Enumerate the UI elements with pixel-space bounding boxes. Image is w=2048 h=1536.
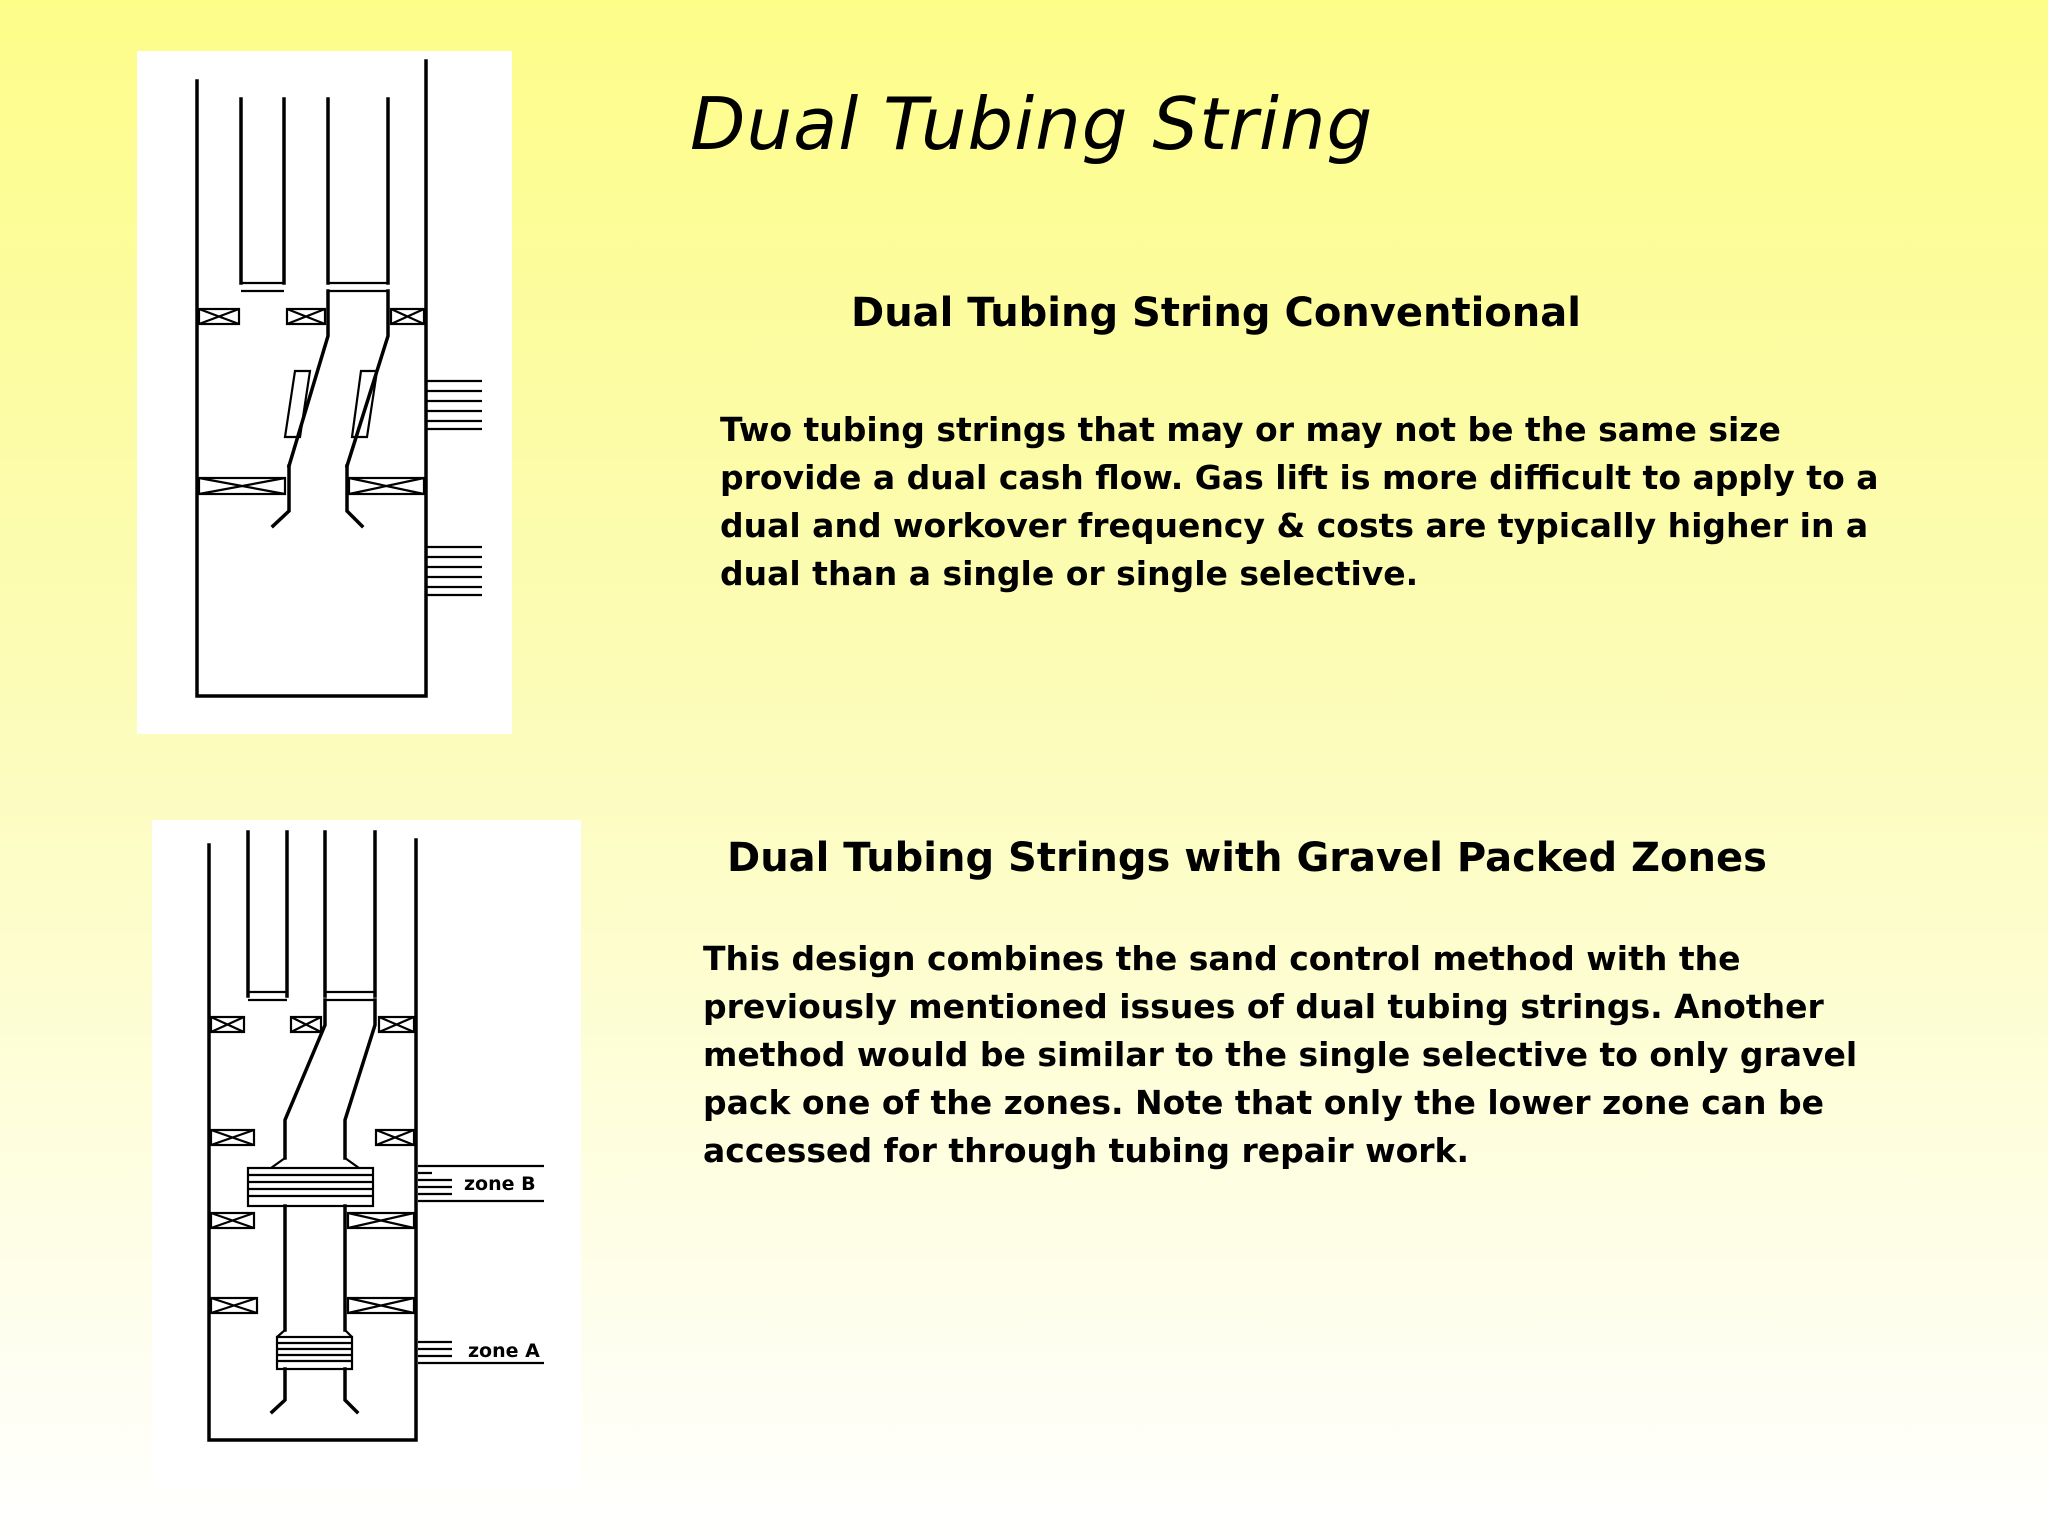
body-line: dual than a single or single selective.: [720, 554, 1419, 593]
body-line: Two tubing strings that may or may not b…: [720, 410, 1781, 449]
body-line: dual and workover frequency & costs are …: [720, 506, 1869, 545]
body-line: previously mentioned issues of dual tubi…: [703, 987, 1824, 1026]
body-line: method would be similar to the single se…: [703, 1035, 1858, 1074]
wellbore-schematic-conventional: [195, 59, 482, 698]
section-body-gravel-packed: This design combines the sand control me…: [703, 935, 1857, 1175]
body-line: accessed for through tubing repair work.: [703, 1131, 1469, 1170]
diagram-dual-tubing-conventional: [137, 51, 512, 734]
body-line: pack one of the zones. Note that only th…: [703, 1083, 1825, 1122]
zone-a-label: zone A: [468, 1340, 540, 1362]
slide-title: Dual Tubing String: [690, 82, 1374, 166]
section-heading-gravel-packed: Dual Tubing Strings with Gravel Packed Z…: [727, 835, 1767, 881]
section-body-conventional: Two tubing strings that may or may not b…: [720, 406, 1879, 598]
body-line: provide a dual cash flow. Gas lift is mo…: [720, 458, 1879, 497]
section-heading-conventional: Dual Tubing String Conventional: [851, 290, 1581, 336]
zone-b-label: zone B: [464, 1173, 536, 1195]
diagram-dual-tubing-gravel-packed: zone B zone A: [152, 820, 581, 1488]
body-line: This design combines the sand control me…: [703, 939, 1741, 978]
wellbore-schematic-gravel-packed: zone B zone A: [207, 830, 544, 1442]
